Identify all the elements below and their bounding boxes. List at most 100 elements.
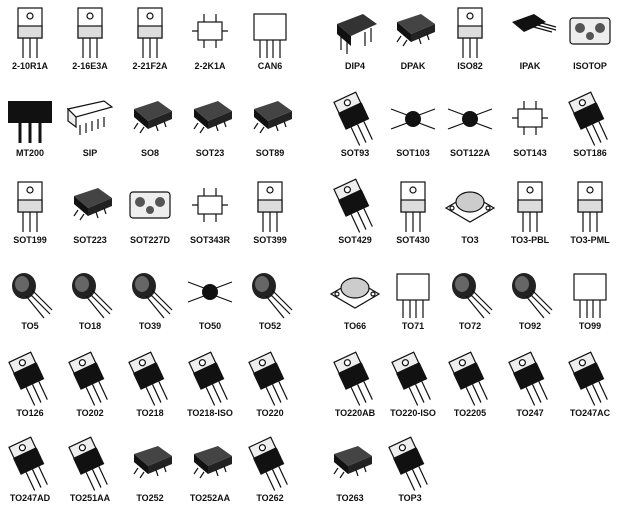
package-label: TO252 [136, 493, 164, 503]
smd-icon [133, 446, 172, 479]
package-item: SOT23 [180, 91, 240, 158]
smd-icon [333, 446, 372, 479]
package-item: SOT122A [440, 91, 500, 158]
package-item: TO92 [500, 264, 560, 331]
tab-black-icon [8, 351, 48, 406]
package-label: SOT143 [513, 148, 547, 158]
package-label: MT200 [15, 148, 44, 158]
package-label: TO220 [256, 408, 284, 418]
package-item: TO247AD [0, 436, 60, 503]
package-item: TO220 [240, 351, 300, 418]
tab-icon [77, 7, 103, 58]
package-item: SOT103 [383, 91, 443, 158]
package-label: 2-2K1A [194, 61, 226, 71]
package-label: TO3 [461, 235, 479, 245]
package-label: 2-16E3A [72, 61, 108, 71]
can-side-icon [396, 273, 430, 318]
package-label: SOT23 [195, 148, 225, 158]
package-item: TO251AA [60, 436, 120, 503]
package-label: SOT343R [189, 235, 231, 245]
package-label: TO99 [578, 321, 602, 331]
package-item: SOT429 [325, 178, 385, 245]
package-item: TO71 [383, 264, 443, 331]
package-label: TO18 [78, 321, 102, 331]
to3-icon [329, 277, 381, 309]
package-label: TO2205 [453, 408, 487, 418]
can-icon [72, 273, 113, 319]
package-item: TO50 [180, 264, 240, 331]
flat-cross-icon [447, 108, 493, 130]
package-label: DIP4 [344, 61, 365, 71]
package-label: TO220-ISO [390, 408, 436, 418]
smd-icon [193, 446, 232, 479]
package-item: TO220-ISO [383, 351, 443, 418]
package-item: SOT399 [240, 178, 300, 245]
package-item: TO39 [120, 264, 180, 331]
package-label: TO218 [136, 408, 164, 418]
package-label: TO263 [336, 493, 364, 503]
package-item: 2-16E3A [60, 4, 120, 71]
package-item: TO72 [440, 264, 500, 331]
package-label: TO50 [198, 321, 222, 331]
package-item: TO5 [0, 264, 60, 331]
to3-icon [444, 191, 496, 223]
can-side-icon [573, 273, 607, 318]
tab-icon [457, 7, 483, 58]
smd-outline-icon [512, 101, 548, 135]
can-icon [512, 273, 553, 319]
tab-icon [517, 181, 543, 232]
tab-black-icon [333, 91, 373, 146]
package-item: SOT223 [60, 178, 120, 245]
flat-cross-icon [187, 281, 233, 303]
tab-black-icon [333, 178, 373, 233]
package-label: ISO82 [457, 61, 483, 71]
package-label: SOT430 [396, 235, 430, 245]
tab-black-icon [333, 351, 373, 406]
tab-black-icon [568, 351, 608, 406]
package-item: TO3 [440, 178, 500, 245]
can-icon [12, 273, 53, 319]
tab-black-icon [68, 351, 108, 406]
tab-black-icon [128, 351, 168, 406]
package-item: MT200 [0, 91, 60, 158]
smd-icon [193, 101, 232, 134]
package-item: TO99 [560, 264, 620, 331]
package-label: TO220AB [334, 408, 376, 418]
package-item: SOT89 [240, 91, 300, 158]
tab-black-icon [388, 436, 428, 491]
tab-icon [257, 181, 283, 232]
package-label: TO247AC [569, 408, 611, 418]
tab-black-icon [68, 436, 108, 491]
package-item: TO126 [0, 351, 60, 418]
flat-cross-icon [390, 108, 436, 130]
package-label: TO126 [16, 408, 44, 418]
package-item: ISOTOP [560, 4, 620, 71]
package-label: TO262 [256, 493, 284, 503]
tab-black-icon [8, 436, 48, 491]
package-label: TO71 [401, 321, 425, 331]
package-label: SOT223 [73, 235, 107, 245]
package-label: SOT429 [338, 235, 372, 245]
tab-black-icon [248, 436, 288, 491]
smd-icon [73, 188, 112, 221]
package-item: TO3-PBL [500, 178, 560, 245]
tab-icon [17, 7, 43, 58]
tab-black-icon [508, 351, 548, 406]
tab-black-icon [248, 351, 288, 406]
package-item: DIP4 [325, 4, 385, 71]
power-block-icon [8, 101, 52, 143]
package-item: ISO82 [440, 4, 500, 71]
package-label: SOT186 [573, 148, 607, 158]
package-item: 2-2K1A [180, 4, 240, 71]
smd-icon [253, 101, 292, 134]
package-label: ISOTOP [573, 61, 607, 71]
package-label: TO252AA [189, 493, 231, 503]
package-label: DPAK [400, 61, 426, 71]
package-label: 2-21F2A [132, 61, 168, 71]
package-label: TO247AD [9, 493, 51, 503]
package-item: SOT343R [180, 178, 240, 245]
tab-black-icon [568, 91, 608, 146]
package-item: SO8 [120, 91, 180, 158]
package-item: TO18 [60, 264, 120, 331]
package-label: TO247 [516, 408, 544, 418]
